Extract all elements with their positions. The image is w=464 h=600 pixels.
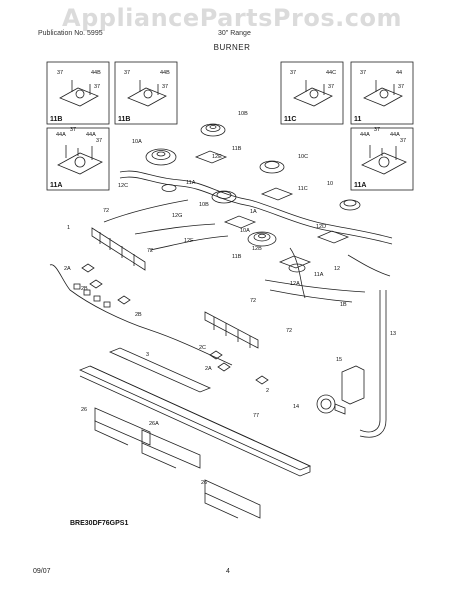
inset-callout: 44C bbox=[326, 70, 336, 76]
callout-label: 11A bbox=[186, 180, 196, 186]
range-size: 30" Range bbox=[218, 30, 251, 37]
bottom-rail-and-brackets bbox=[78, 347, 312, 519]
inset-label: 11A bbox=[50, 182, 62, 189]
inset-callout: 44A bbox=[86, 132, 96, 138]
inset-box-11 bbox=[350, 61, 414, 125]
inset-label: 11B bbox=[50, 116, 62, 123]
callout-label: 11A bbox=[314, 272, 324, 278]
inset-label: 11A bbox=[354, 182, 366, 189]
gas-tubing bbox=[103, 170, 393, 303]
inset-labels: 11B 11B 11C 11 11A 11A 37 44B 37 37 44B … bbox=[50, 70, 406, 189]
inset-box-11a-b bbox=[350, 127, 414, 191]
callout-label: 72 bbox=[286, 328, 292, 334]
callout-label: 15 bbox=[336, 357, 342, 363]
burner-brackets bbox=[194, 150, 350, 269]
callout-label: 10B bbox=[199, 202, 209, 208]
callout-label: 1A bbox=[250, 209, 257, 215]
callout-label: 2B bbox=[135, 312, 142, 318]
callout-label: 77 bbox=[253, 413, 259, 419]
callout-label: 2B bbox=[81, 286, 88, 292]
inset-callout: 37 bbox=[70, 127, 76, 133]
inset-callout: 37 bbox=[94, 84, 100, 90]
part-callouts: 10B 10A 12E 11B 10C 12C 11A 10 11C 12G 1… bbox=[64, 111, 396, 486]
callout-label: 12G bbox=[172, 213, 182, 219]
inset-callout: 44A bbox=[56, 132, 66, 138]
manifolds bbox=[91, 227, 259, 349]
callout-label: 26A bbox=[149, 421, 159, 427]
callout-label: 72 bbox=[103, 208, 109, 214]
callout-label: 72 bbox=[250, 298, 256, 304]
inset-box-11b-a bbox=[46, 61, 110, 125]
page-number: 4 bbox=[226, 568, 230, 575]
inset-callout: 37 bbox=[57, 70, 63, 76]
callout-label: 2A bbox=[205, 366, 212, 372]
inset-callout: 37 bbox=[290, 70, 296, 76]
spark-switch-harness bbox=[49, 263, 269, 385]
publication-date: 09/07 bbox=[33, 568, 51, 575]
page-title: BURNER bbox=[213, 43, 251, 52]
publication-number: Publication No. 5995 bbox=[38, 30, 103, 37]
callout-label: 12 bbox=[334, 266, 340, 272]
callout-label: 72 bbox=[147, 248, 153, 254]
inset-callout: 44A bbox=[390, 132, 400, 138]
callout-label: 11B bbox=[232, 254, 242, 260]
callout-label: 12B bbox=[252, 246, 262, 252]
callout-label: 12C bbox=[118, 183, 128, 189]
inset-callout: 44B bbox=[91, 70, 101, 76]
inset-box-11c bbox=[280, 61, 344, 125]
callout-label: 1B bbox=[340, 302, 347, 308]
callout-label: 10A bbox=[240, 228, 250, 234]
watermark-text: AppliancePartsPros.com bbox=[62, 4, 402, 32]
callout-label: 10C bbox=[298, 154, 308, 160]
callout-label: 2 bbox=[266, 388, 269, 394]
inset-callout: 37 bbox=[400, 138, 406, 144]
inset-box-11b-b bbox=[114, 61, 178, 125]
callout-label: 2A bbox=[64, 266, 71, 272]
inset-callout: 37 bbox=[328, 84, 334, 90]
callout-label: 3 bbox=[146, 352, 149, 358]
inset-callout: 37 bbox=[398, 84, 404, 90]
inset-callout: 37 bbox=[162, 84, 168, 90]
inset-box-11a-a bbox=[46, 127, 110, 191]
inset-label: 11B bbox=[118, 116, 130, 123]
callout-label: 1 bbox=[67, 225, 70, 231]
inset-callout: 44A bbox=[360, 132, 370, 138]
callout-label: 14 bbox=[293, 404, 299, 410]
inset-callout: 44 bbox=[396, 70, 402, 76]
callout-label: 10B bbox=[238, 111, 248, 117]
inset-callout: 37 bbox=[96, 138, 102, 144]
callout-label: 12D bbox=[316, 224, 326, 230]
inset-callout: 37 bbox=[360, 70, 366, 76]
callout-label: 11C bbox=[298, 186, 308, 192]
inset-label: 11C bbox=[284, 116, 296, 123]
callout-label: 12A bbox=[290, 281, 300, 287]
inset-valve-drawing bbox=[57, 80, 407, 175]
callout-label: 26 bbox=[81, 407, 87, 413]
model-number: BRE30DF76GPS1 bbox=[70, 520, 129, 527]
callout-label: 11B bbox=[232, 146, 242, 152]
callout-label: 10 bbox=[327, 181, 333, 187]
inset-label: 11 bbox=[354, 116, 362, 123]
inset-callout: 37 bbox=[374, 127, 380, 133]
callout-label: 26 bbox=[201, 480, 207, 486]
inset-callout: 37 bbox=[124, 70, 130, 76]
callout-label: 10A bbox=[132, 139, 142, 145]
callout-label: 12F bbox=[184, 238, 194, 244]
regulator-pipe bbox=[316, 290, 387, 438]
inset-callout: 44B bbox=[160, 70, 170, 76]
callout-label: 13 bbox=[390, 331, 396, 337]
callout-label: 12E bbox=[212, 154, 222, 160]
callout-label: 2C bbox=[199, 345, 206, 351]
